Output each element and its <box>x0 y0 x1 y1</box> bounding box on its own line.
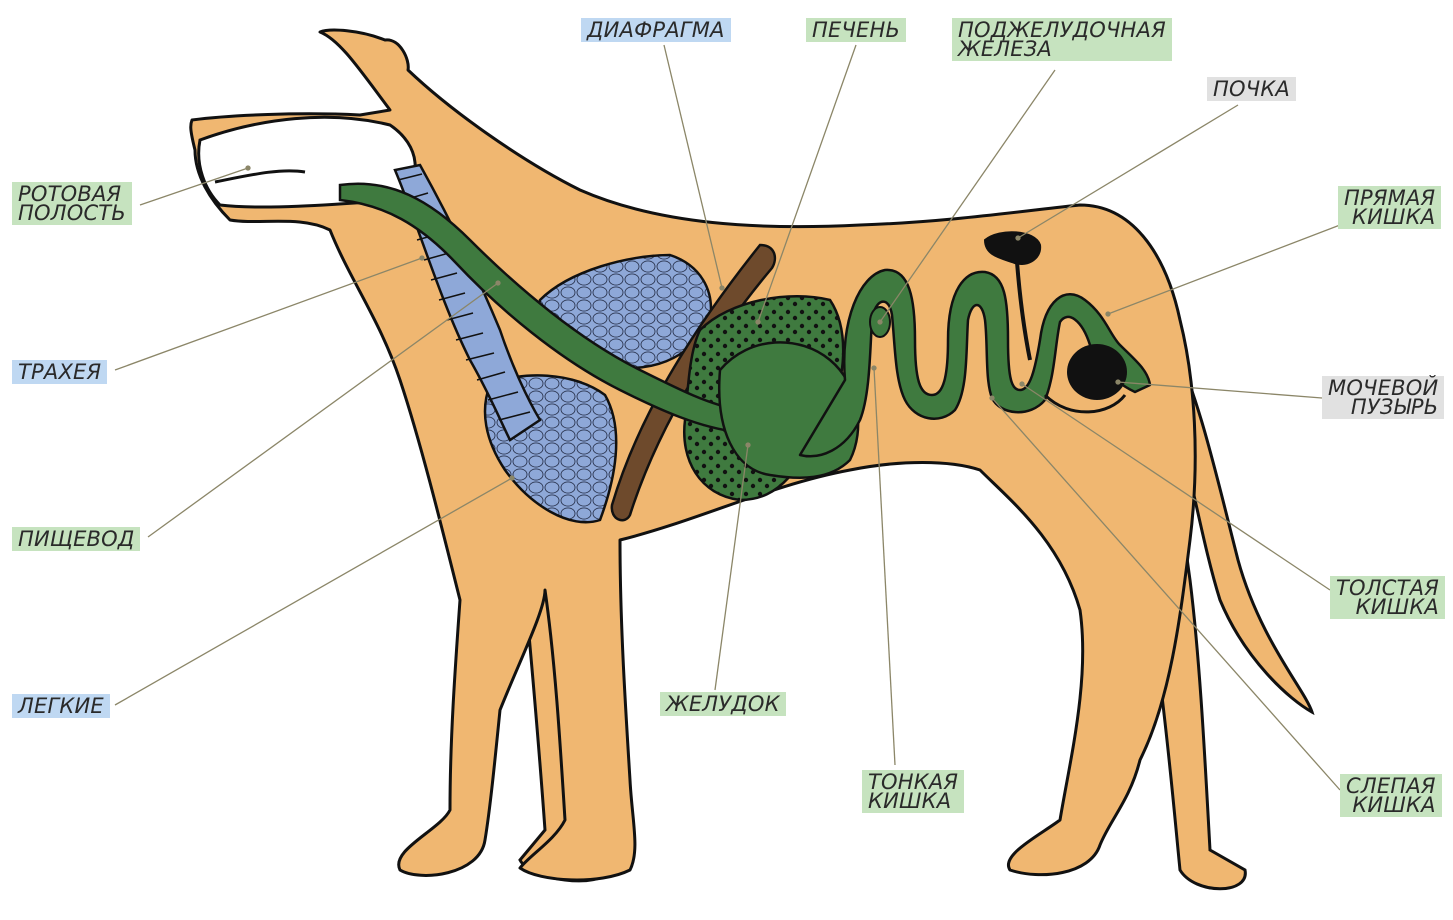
label-mouth: РОТОВАЯ ПОЛОСТЬ <box>12 182 132 225</box>
label-colon: ТОЛСТАЯ КИШКА <box>1330 576 1445 619</box>
label-liver: ПЕЧЕНЬ <box>806 18 906 42</box>
label-rectum: ПРЯМАЯ КИШКА <box>1338 186 1441 229</box>
label-lungs: ЛЕГКИЕ <box>12 694 110 718</box>
label-kidney: ПОЧКА <box>1207 77 1296 101</box>
label-small-intestine: ТОНКАЯ КИШКА <box>862 770 964 813</box>
label-diaphragm: ДИАФРАГМА <box>581 18 731 42</box>
bladder <box>1067 344 1127 400</box>
label-stomach: ЖЕЛУДОК <box>660 692 786 716</box>
label-esophagus: ПИЩЕВОД <box>12 527 140 551</box>
label-pancreas: ПОДЖЕЛУДОЧНАЯ ЖЕЛЕЗА <box>952 18 1172 61</box>
label-cecum: СЛЕПАЯ КИШКА <box>1340 774 1442 817</box>
label-bladder: МОЧЕВОЙ ПУЗЫРЬ <box>1322 376 1444 419</box>
label-trachea: ТРАХЕЯ <box>12 360 107 384</box>
